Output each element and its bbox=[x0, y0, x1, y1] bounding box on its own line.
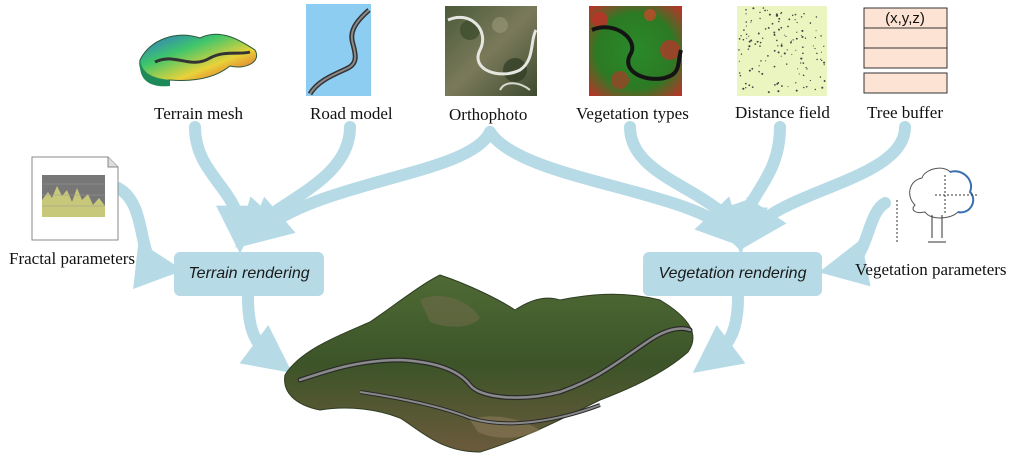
arrow-road-model-to-terrain-rendering bbox=[250, 127, 350, 232]
vegetation-types-label: Vegetation types bbox=[576, 105, 689, 122]
arrow-orthophoto-to-terrain-rendering bbox=[260, 132, 490, 232]
distance-field-thumbnail bbox=[737, 6, 827, 96]
arrow-vegetation-params-to-vegetation-rendering bbox=[840, 203, 885, 268]
vegetation-rendering-box: Vegetation rendering bbox=[643, 252, 822, 296]
tree-buffer-label: Tree buffer bbox=[867, 104, 943, 121]
vegetation-types-thumbnail bbox=[589, 6, 682, 96]
output-terrain-render bbox=[285, 275, 693, 452]
arrow-terrain-rendering-to-output bbox=[248, 297, 275, 360]
arrow-vegetation-rendering-to-output bbox=[710, 297, 738, 360]
road-model-label: Road model bbox=[310, 105, 393, 122]
terrain-rendering-box: Terrain rendering bbox=[174, 252, 324, 296]
terrain-mesh-thumbnail bbox=[140, 34, 257, 86]
arrow-orthophoto-to-vegetation-rendering bbox=[490, 132, 730, 232]
fractal-parameters-thumbnail bbox=[32, 157, 118, 240]
orthophoto-thumbnail bbox=[445, 6, 537, 96]
tree-buffer-thumbnail: (x,y,z) bbox=[864, 8, 947, 93]
road-model-thumbnail bbox=[306, 4, 371, 96]
terrain-mesh-label: Terrain mesh bbox=[154, 105, 243, 122]
arrow-terrain-mesh-to-terrain-rendering bbox=[195, 127, 240, 232]
vegetation-parameters-label: Vegetation parameters bbox=[855, 261, 1007, 278]
tree-buffer-cell-label: (x,y,z) bbox=[885, 10, 925, 27]
vegetation-parameters-thumbnail bbox=[897, 168, 978, 242]
arrow-vegetation-types-to-vegetation-rendering bbox=[630, 127, 735, 232]
orthophoto-label: Orthophoto bbox=[449, 106, 527, 123]
distance-field-label: Distance field bbox=[735, 104, 830, 121]
fractal-parameters-label: Fractal parameters bbox=[9, 250, 135, 267]
